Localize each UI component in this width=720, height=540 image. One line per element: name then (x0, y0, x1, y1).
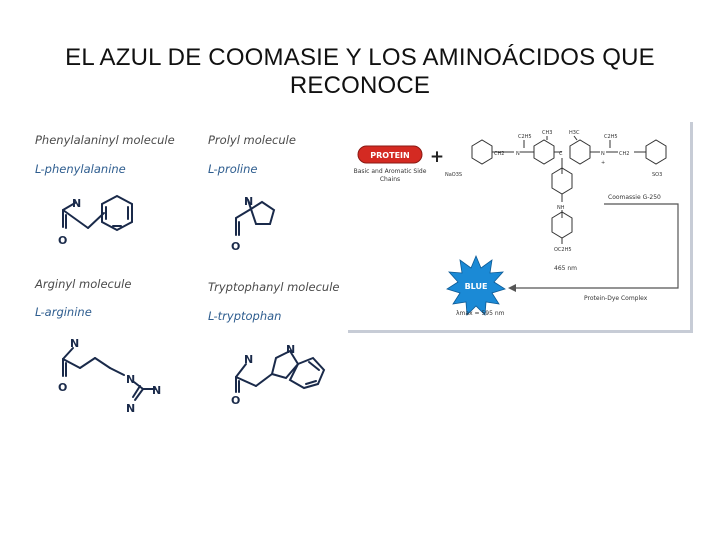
molecule-structures: N O N O N O N N N N O N (58, 194, 326, 415)
page-title: EL AZUL DE COOMASIE Y LOS AMINOÁCIDOS QU… (65, 44, 655, 99)
group-ch2-b: CH2 (619, 151, 629, 157)
tryptophan-structure (235, 349, 326, 393)
proline-id: L-proline (208, 162, 258, 176)
group-c2h5-a: C2H5 (518, 134, 532, 140)
lambda-max-label: λmax = 595 nm (456, 310, 505, 317)
trp-n2-label: N (286, 343, 295, 356)
arginine-title: Arginyl molecule (35, 277, 132, 291)
trp-o-label: O (231, 394, 240, 407)
phenylalanine-structure (62, 194, 133, 232)
arg-n2-label: N (126, 373, 135, 386)
arginine-id: L-arginine (35, 305, 92, 319)
complex-label: Protein-Dye Complex (584, 295, 648, 302)
group-oc2h5: OC2H5 (554, 247, 572, 253)
arg-n1-label: N (70, 337, 79, 350)
blue-label: BLUE (465, 282, 488, 291)
group-c2h5-b: C2H5 (604, 134, 618, 140)
group-n-right: N (601, 151, 605, 157)
phe-o-label: O (58, 234, 67, 247)
tryptophan-title: Tryptophanyl molecule (208, 280, 340, 294)
tryptophan-id: L-tryptophan (208, 309, 282, 323)
group-so3: SO3 (652, 172, 662, 178)
group-n-left: N (516, 151, 520, 157)
group-naso3: NaO3S (445, 172, 462, 178)
proline-title: Prolyl molecule (208, 133, 296, 147)
protein-badge (357, 145, 423, 164)
arginine-structure (62, 347, 156, 401)
protein-label: PROTEIN (370, 151, 409, 160)
phenylalanine-title: Phenylalaninyl molecule (35, 133, 175, 147)
reaction-arrows (512, 203, 679, 289)
proline-structure (235, 199, 276, 236)
group-ch3-top: CH3 (542, 130, 552, 136)
phenylalanine-id: L-phenylalanine (35, 162, 126, 176)
arg-o-label: O (58, 381, 67, 394)
group-ch2-a: CH2 (494, 151, 504, 157)
plus-sign: + (430, 147, 444, 167)
side-chains-label: Basic and Aromatic Side Chains (353, 168, 427, 183)
free-dye-wavelength: 465 nm (554, 265, 577, 272)
dye-structure (471, 135, 667, 244)
trp-n1-label: N (244, 353, 253, 366)
blue-starburst (446, 254, 506, 316)
pro-o-label: O (231, 240, 240, 253)
arg-n3-label: N (152, 384, 161, 397)
phe-n-label: N (72, 197, 81, 210)
pro-n-label: N (244, 195, 253, 208)
arrow-head (508, 284, 516, 292)
group-h3c: H3C (569, 130, 580, 136)
group-nh: NH (557, 205, 565, 211)
group-c-center: C (559, 151, 563, 157)
dye-name: Coomassie G-250 (608, 194, 661, 201)
coomassie-reaction-scheme: PROTEIN + Basic and Aromatic Side Chains (348, 122, 693, 333)
group-plus-charge: + (601, 160, 605, 166)
arg-n4-label: N (126, 402, 135, 415)
